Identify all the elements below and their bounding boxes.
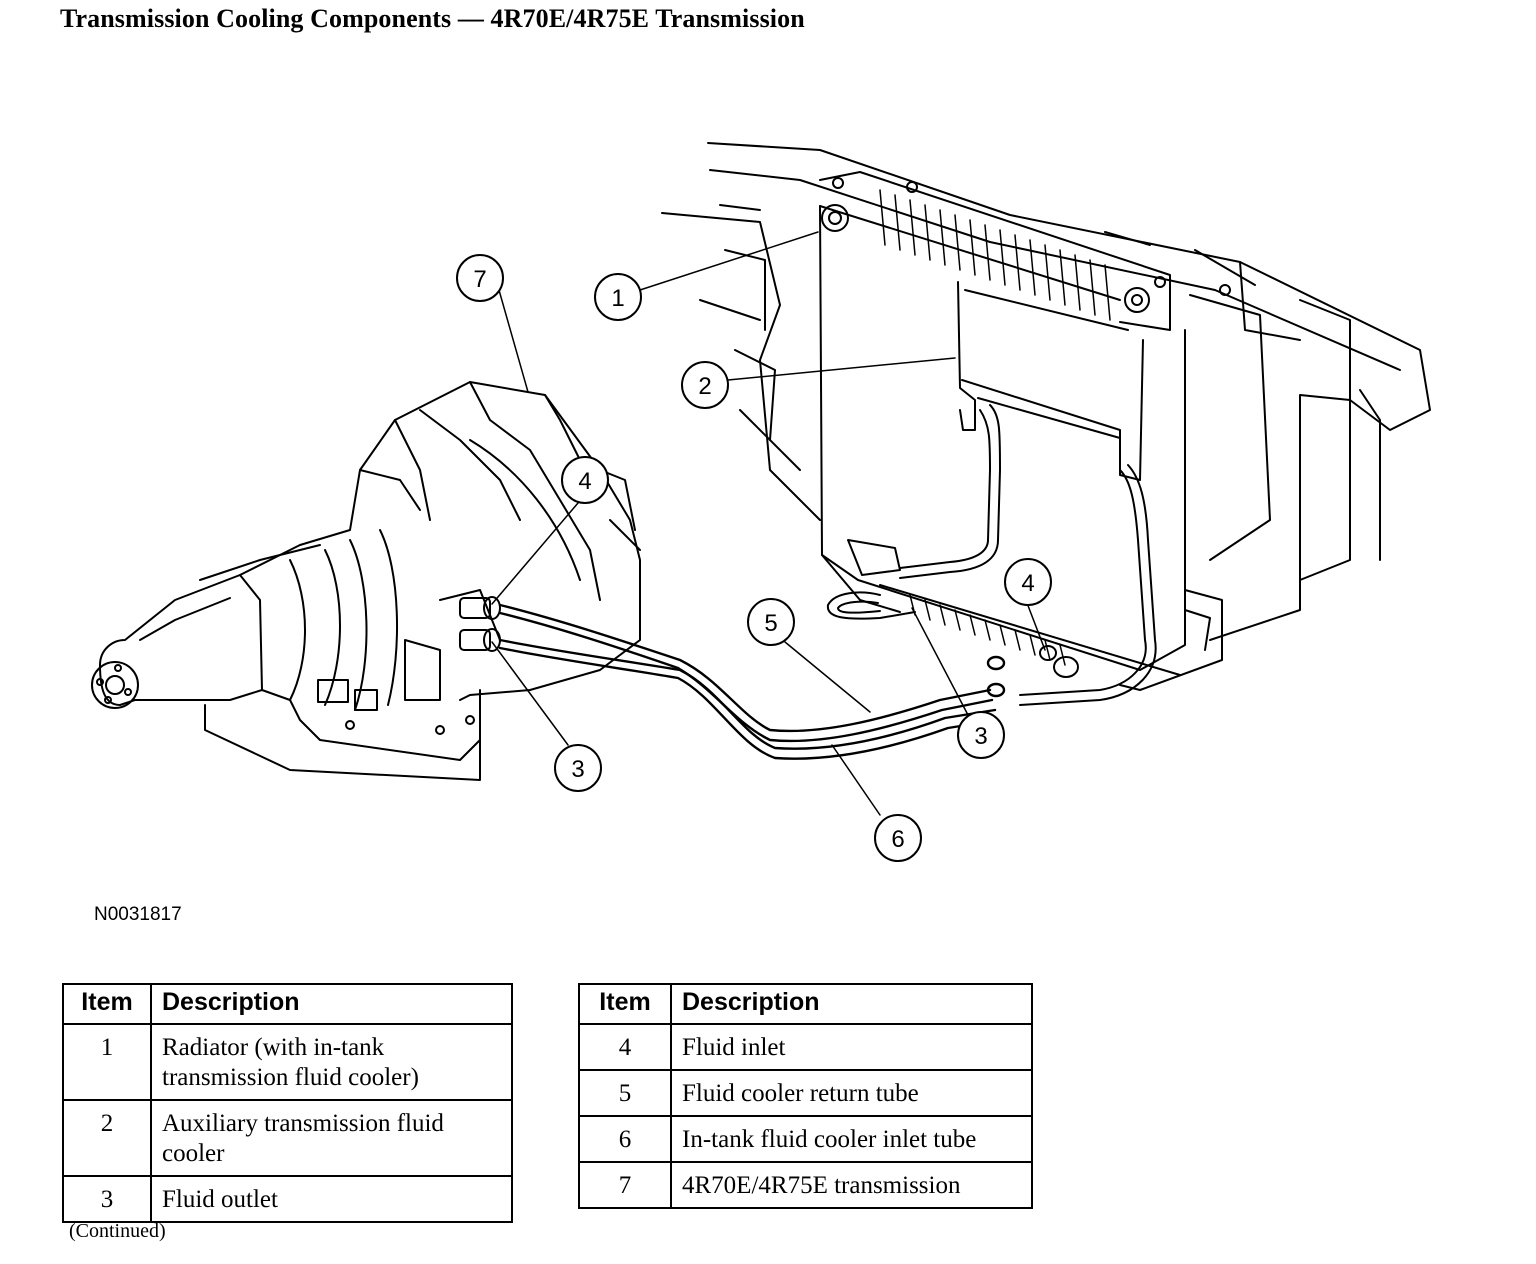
item-number: 7 xyxy=(578,1161,672,1209)
callout-7: 7 xyxy=(456,254,504,302)
items-table-right: Item Description 4 Fluid inlet 5 Fluid c… xyxy=(578,983,1033,1209)
table-header-row: Item Description xyxy=(62,983,513,1025)
table-row: 1 Radiator (with in-tank transmission fl… xyxy=(62,1023,513,1101)
radiator-support-illustration xyxy=(661,142,1431,641)
callout-5: 5 xyxy=(747,598,795,646)
cooling-components-diagram: 1 2 3 4 5 6 7 3 4 xyxy=(91,142,1431,862)
svg-text:2: 2 xyxy=(698,373,711,400)
transmission-illustration xyxy=(91,381,641,781)
table-row: 4 Fluid inlet xyxy=(578,1023,1033,1071)
item-description: Radiator (with in-tank transmission flui… xyxy=(150,1023,513,1101)
svg-text:5: 5 xyxy=(764,610,777,637)
item-description: Auxiliary transmission fluid cooler xyxy=(150,1099,513,1177)
table-row: 2 Auxiliary transmission fluid cooler xyxy=(62,1099,513,1177)
callout-3: 3 xyxy=(554,744,602,792)
table-row: 7 4R70E/4R75E transmission xyxy=(578,1161,1033,1209)
callout-1: 1 xyxy=(594,273,642,321)
svg-text:4: 4 xyxy=(578,468,591,495)
svg-text:6: 6 xyxy=(891,826,904,853)
item-number: 5 xyxy=(578,1069,672,1117)
item-description: Fluid outlet xyxy=(150,1175,513,1223)
page-title: Transmission Cooling Components — 4R70E/… xyxy=(60,4,805,33)
svg-text:4: 4 xyxy=(1021,570,1034,597)
svg-text:1: 1 xyxy=(611,285,624,312)
callout-6: 6 xyxy=(874,814,922,862)
column-header-description: Description xyxy=(150,983,513,1025)
item-description: 4R70E/4R75E transmission xyxy=(670,1161,1033,1209)
item-number: 4 xyxy=(578,1023,672,1071)
item-description: In-tank fluid cooler inlet tube xyxy=(670,1115,1033,1163)
callout-4: 4 xyxy=(561,456,609,504)
table-header-row: Item Description xyxy=(578,983,1033,1025)
callout-3-radiator: 3 xyxy=(957,711,1005,759)
items-table-left: Item Description 1 Radiator (with in-tan… xyxy=(62,983,513,1223)
item-number: 1 xyxy=(62,1023,152,1101)
item-description: Fluid cooler return tube xyxy=(670,1069,1033,1117)
table-row: 5 Fluid cooler return tube xyxy=(578,1069,1033,1117)
column-header-item: Item xyxy=(62,983,152,1025)
radiator-illustration xyxy=(819,171,1231,691)
item-number: 6 xyxy=(578,1115,672,1163)
item-number: 2 xyxy=(62,1099,152,1177)
cooler-tubes-illustration xyxy=(498,603,1006,760)
leader-lines xyxy=(491,231,1046,816)
table-row: 6 In-tank fluid cooler inlet tube xyxy=(578,1115,1033,1163)
table-row: 3 Fluid outlet xyxy=(62,1175,513,1223)
callout-2: 2 xyxy=(681,361,729,409)
continued-note: (Continued) xyxy=(69,1220,166,1242)
figure-id: N0031817 xyxy=(94,904,182,925)
item-description: Fluid inlet xyxy=(670,1023,1033,1071)
svg-text:7: 7 xyxy=(473,266,486,293)
callout-4-radiator: 4 xyxy=(1004,558,1052,606)
auxiliary-cooler-illustration xyxy=(826,281,1157,706)
item-number: 3 xyxy=(62,1175,152,1223)
column-header-item: Item xyxy=(578,983,672,1025)
svg-text:3: 3 xyxy=(571,756,584,783)
svg-text:3: 3 xyxy=(974,723,987,750)
column-header-description: Description xyxy=(670,983,1033,1025)
